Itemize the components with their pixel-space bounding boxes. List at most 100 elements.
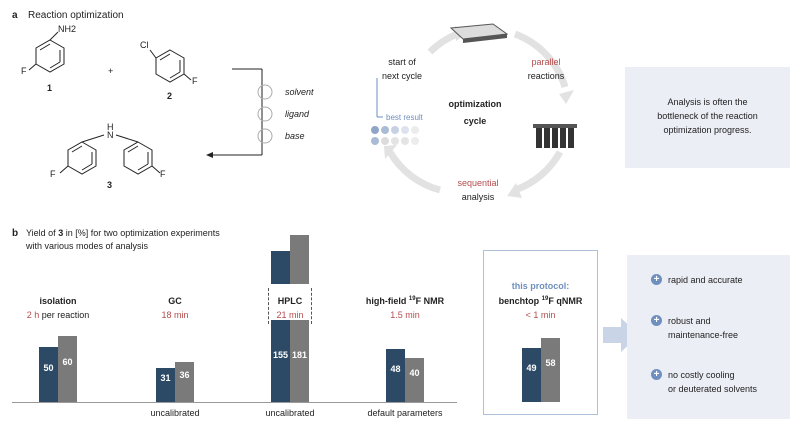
- condition-solvent-circle: [257, 84, 273, 100]
- plus-circle-icon-2: +: [651, 315, 662, 326]
- method-gc-time: 18 min: [161, 310, 189, 320]
- compound-2-cl: Cl: [140, 40, 149, 50]
- bar-2-series-1-upper: [290, 235, 309, 284]
- optimization-cycle: [371, 23, 577, 198]
- compound-3-label: 3: [107, 180, 113, 190]
- bar-value-label: 50: [43, 362, 54, 373]
- note-panel: [625, 67, 790, 168]
- note-line2: bottleneck of the reaction: [657, 111, 758, 121]
- bar-2-series-0-upper: [271, 251, 290, 284]
- cycle-start-line2: next cycle: [381, 71, 423, 81]
- name-pre: benchtop: [498, 296, 542, 306]
- panel-a-title: Reaction optimization: [28, 10, 124, 21]
- plus-circle-icon-1: +: [651, 274, 662, 285]
- name-pre: high-field: [365, 296, 409, 306]
- benefit-1: rapid and accurate: [668, 275, 743, 285]
- condition-solvent: solvent: [285, 87, 314, 97]
- note-line3: optimization progress.: [663, 125, 752, 135]
- method-protocol-label: this protocol:: [511, 281, 570, 291]
- panel-b-letter: b: [12, 228, 19, 239]
- cycle-center-line2: cycle: [463, 116, 487, 126]
- bar-0-series-1: 60: [58, 336, 77, 402]
- method-hplc-time: 21 min: [276, 310, 304, 320]
- method-gc-footnote: uncalibrated: [150, 408, 200, 418]
- name-sup: 19: [541, 296, 549, 302]
- method-hf-nmr: high-field 19F NMR: [350, 296, 460, 306]
- method-hf-nmr-footnote: default parameters: [367, 408, 443, 418]
- bar-value-label: 155: [272, 349, 289, 360]
- bar-2-series-0: 155: [271, 319, 290, 402]
- cycle-center-line1: optimization: [448, 99, 502, 109]
- bar-value-label: 40: [409, 368, 420, 378]
- bar-1-series-0: 31: [156, 367, 175, 402]
- benefit-2b: maintenance-free: [668, 330, 739, 340]
- title-post: in [%] for two optimization experiments: [63, 228, 220, 238]
- cycle-best-result: best result: [386, 113, 423, 122]
- time-red: 2 h: [26, 310, 40, 320]
- bar-3-series-0: 48: [386, 349, 405, 402]
- condition-ligand: ligand: [285, 109, 310, 119]
- compound-3-h: H: [107, 122, 114, 132]
- plus-sign: +: [108, 66, 114, 76]
- reaction-scheme: [28, 31, 273, 175]
- name-post: F NMR: [415, 296, 445, 306]
- benefit-2a: robust and: [668, 316, 711, 326]
- reaction-vials-icon: [533, 124, 577, 148]
- well-plate-icon: [449, 23, 509, 43]
- condition-ligand-circle: [257, 106, 273, 122]
- note-line1: Analysis is often the: [667, 97, 748, 107]
- hplc-break-right: [311, 288, 312, 324]
- bar-value-label: 60: [62, 357, 73, 367]
- cycle-parallel-line2: reactions: [527, 71, 565, 81]
- method-hplc-footnote: uncalibrated: [265, 408, 315, 418]
- cycle-parallel-line1: parallel: [531, 57, 561, 67]
- method-isolation-time: 2 h per reaction: [8, 310, 108, 320]
- cycle-start-line1: start of: [388, 57, 416, 67]
- bar-value-label: 49: [526, 363, 537, 374]
- compound-3-f-right: F: [160, 169, 166, 179]
- panel-b-title-line2: with various modes of analysis: [26, 241, 149, 251]
- panel-b-title-line1: Yield of 3 in [%] for two optimization e…: [26, 228, 220, 238]
- name-post: F qNMR: [548, 296, 583, 306]
- bar-value-label: 48: [390, 363, 401, 374]
- result-dots: [371, 126, 419, 145]
- compound-2-f: F: [192, 76, 198, 86]
- condition-base-circle: [257, 128, 273, 144]
- method-hplc: HPLC: [277, 296, 303, 306]
- bar-1-series-1: 36: [175, 362, 194, 402]
- plus-circle-icon-3: +: [651, 369, 662, 380]
- hplc-break-left: [268, 288, 269, 324]
- time-rest: per reaction: [39, 310, 90, 320]
- compound-3-f-left: F: [50, 169, 56, 179]
- chart-baseline: [12, 402, 457, 403]
- benefit-3a: no costly cooling: [668, 370, 735, 380]
- bar-2-series-1: 181: [290, 319, 309, 402]
- arrow-head: [206, 152, 213, 158]
- compound-2-label: 2: [167, 91, 173, 101]
- bar-4-series-0: 49: [522, 348, 541, 402]
- cycle-sequential-line2: analysis: [461, 192, 495, 202]
- compound-1-f: F: [21, 66, 27, 76]
- compound-1-nh2: NH2: [58, 24, 77, 34]
- method-isolation: isolation: [39, 296, 77, 306]
- bar-value-label: 36: [179, 370, 190, 381]
- method-benchtop: benchtop 19F qNMR: [483, 296, 598, 306]
- method-hf-nmr-time: 1.5 min: [390, 310, 420, 320]
- benefit-3b: or deuterated solvents: [668, 384, 758, 394]
- condition-base: base: [285, 131, 305, 141]
- panel-a-letter: a: [12, 10, 18, 21]
- cycle-sequential-line1: sequential: [457, 178, 499, 188]
- compound-3-right-ring: [123, 141, 153, 175]
- bar-value-label: 58: [545, 358, 556, 369]
- protocol-box: [483, 250, 598, 415]
- bar-value-label: 181: [291, 349, 308, 360]
- method-benchtop-time: < 1 min: [525, 310, 556, 320]
- compound-3-n: N: [107, 130, 114, 140]
- method-gc: GC: [168, 296, 182, 306]
- title-bold: 3: [58, 228, 64, 238]
- compound-3-left-ring: [67, 141, 97, 175]
- title-pre: Yield of: [26, 228, 59, 238]
- bar-4-series-1: 58: [541, 338, 560, 402]
- bar-3-series-1: 40: [405, 358, 424, 402]
- compound-1-ring: [35, 39, 65, 73]
